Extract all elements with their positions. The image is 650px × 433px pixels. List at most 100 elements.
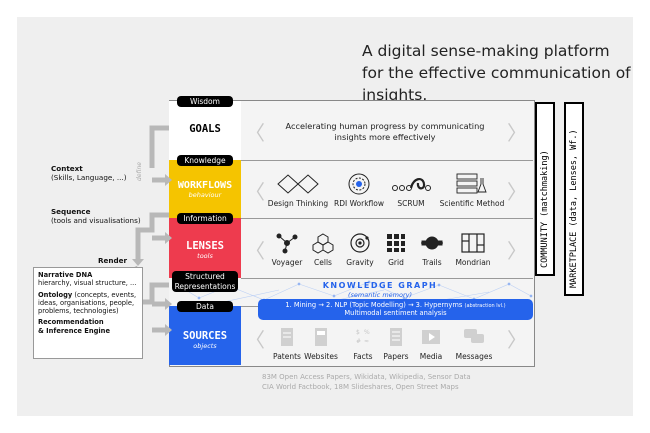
rdi-workflow-icon [330, 172, 388, 196]
render-title: Render [98, 256, 128, 265]
source-label: Messages [455, 352, 493, 361]
lens-item-mondrian[interactable]: Mondrian [444, 231, 502, 267]
workflow-label: SCRUM [397, 199, 425, 208]
sources-block: SOURCES objects [169, 306, 241, 365]
lenses-title: LENSES [186, 240, 224, 252]
chevron-right-icon[interactable]: 〉 [507, 239, 527, 263]
sequence-subtitle: (tools and visualisations) [51, 216, 141, 225]
lens-label: Mondrian [455, 258, 491, 267]
lenses-block: LENSES tools [169, 218, 241, 278]
row-divider [241, 278, 533, 279]
pill-knowledge: Knowledge [177, 155, 233, 166]
source-item-papers[interactable]: Papers [367, 325, 425, 361]
source-label: Media [419, 352, 443, 361]
context-title: Context [51, 164, 83, 173]
scientific-method-icon [437, 172, 507, 196]
ontology-rest1: (concepts, events, [72, 290, 137, 299]
recommendation-line1: Recommendation [38, 318, 104, 327]
lens-item-trails[interactable]: Trails [403, 231, 461, 267]
papers-icon [367, 325, 425, 349]
lens-item-voyager[interactable]: Voyager [258, 231, 316, 267]
workflows-block: WORKFLOWS behaviour [169, 160, 241, 218]
voyager-icon [258, 231, 316, 255]
goals-title: GOALS [189, 123, 221, 135]
cells-icon [294, 231, 352, 255]
context-subtitle: (Skills, Language, ...) [51, 173, 127, 182]
facts-icon: $%#≈ [334, 325, 392, 349]
trails-icon [403, 231, 461, 255]
svg-text:%: % [364, 329, 370, 336]
data-pipeline-bar: 1. Mining → 2. NLP (Topic Modelling) → 3… [258, 299, 533, 320]
source-label: Facts [353, 352, 373, 361]
row-divider [241, 160, 533, 161]
chevron-right-icon[interactable]: 〉 [507, 180, 527, 204]
gravity-icon [331, 231, 389, 255]
chevron-left-icon[interactable]: 〈 [245, 121, 265, 145]
workflow-label: Design Thinking [267, 199, 329, 208]
row-divider [241, 218, 533, 219]
lens-label: Grid [388, 258, 404, 267]
pipeline-sentiment: Multimodal sentiment analysis [344, 309, 447, 317]
source-label: Patents [273, 352, 301, 361]
goals-text: Accelerating human progress by communica… [285, 121, 485, 142]
mondrian-icon [444, 231, 502, 255]
lens-label: Voyager [271, 258, 303, 267]
pipeline-note: (abstraction lvl.) [464, 303, 506, 309]
sources-subtitle: objects [193, 342, 217, 350]
workflow-label: RDI Workflow [333, 199, 385, 208]
websites-icon [292, 325, 350, 349]
source-item-patents[interactable]: Patents [258, 325, 316, 361]
media-icon [402, 325, 460, 349]
pill-structured-line2: Representations [174, 281, 236, 291]
source-item-media[interactable]: Media [402, 325, 460, 361]
chevron-left-icon[interactable]: 〈 [245, 328, 265, 352]
lens-item-grid[interactable]: Grid [367, 231, 425, 267]
lens-item-cells[interactable]: Cells [294, 231, 352, 267]
lens-item-gravity[interactable]: Gravity [331, 231, 389, 267]
goals-block: GOALS [169, 101, 241, 160]
lens-label: Trails [422, 258, 442, 267]
workflow-item-scrum[interactable]: SCRUM [382, 172, 440, 208]
knowledge-graph-title: KNOWLEDGE GRAPH [322, 281, 438, 290]
knowledge-graph-subtitle: (semantic memory) [347, 291, 413, 299]
workflow-item-design-thinking[interactable]: Design Thinking [263, 172, 333, 208]
narrative-title: Narrative DNA [38, 271, 93, 279]
lens-label: Gravity [346, 258, 374, 267]
chevron-right-icon[interactable]: 〉 [507, 121, 527, 145]
pill-information: Information [177, 213, 233, 224]
source-label: Websites [304, 352, 338, 361]
source-item-websites[interactable]: Websites [292, 325, 350, 361]
source-item-messages[interactable]: Messages [445, 325, 503, 361]
context-label: Context (Skills, Language, ...) [51, 164, 127, 182]
define-label: define [135, 162, 143, 181]
workflows-subtitle: behaviour [188, 191, 222, 199]
headline: A digital sense-making platform for the … [362, 42, 631, 104]
source-label: Papers [383, 352, 409, 361]
scrum-icon [382, 172, 440, 196]
pill-structured-representations: Structured Representations [172, 271, 238, 292]
pill-data: Data [177, 301, 233, 312]
lenses-subtitle: tools [197, 252, 213, 260]
patents-icon [258, 325, 316, 349]
ontology-title: Ontology [38, 290, 73, 299]
ontology-rest3: problems, technologies) [38, 307, 119, 316]
chevron-left-icon[interactable]: 〈 [245, 239, 265, 263]
pill-structured-line1: Structured [185, 272, 225, 281]
footer-line2: CIA World Factbook, 18M Slideshares, Ope… [262, 383, 459, 391]
sources-title: SOURCES [182, 330, 228, 342]
chevron-right-icon[interactable]: 〉 [507, 328, 527, 352]
svg-text:≈: ≈ [364, 338, 369, 345]
grid-icon [367, 231, 425, 255]
workflow-item-rdi[interactable]: RDI Workflow [330, 172, 388, 208]
workflow-item-scientific-method[interactable]: Scientific Method [437, 172, 507, 208]
svg-text:#: # [356, 338, 361, 345]
recommendation-line2: & Inference Engine [38, 326, 110, 335]
design-thinking-icon [263, 172, 333, 196]
footer-line1: 83M Open Access Papers, Wikidata, Wikipe… [262, 373, 471, 381]
source-item-facts[interactable]: $%#≈ Facts [334, 325, 392, 361]
pipeline-steps: 1. Mining → 2. NLP (Topic Modelling) → 3… [285, 301, 463, 309]
community-box[interactable]: COMMUNITY (matchmaking) [535, 102, 555, 276]
sequence-title: Sequence [51, 207, 91, 216]
chevron-left-icon[interactable]: 〈 [245, 180, 265, 204]
marketplace-box[interactable]: MARKETPLACE (data, Lenses, Wf.) [564, 102, 584, 296]
